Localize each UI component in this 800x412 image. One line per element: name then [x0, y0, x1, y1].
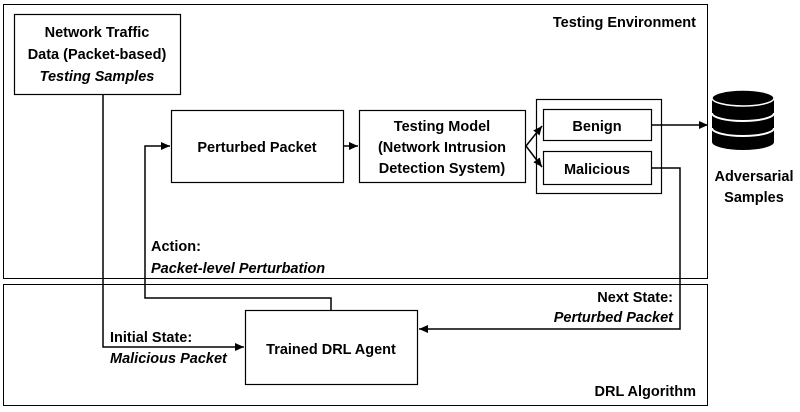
- benign-box: [542, 108, 653, 142]
- arrow-model-to-benign: [525, 125, 543, 147]
- drl-agent-box: [244, 309, 419, 386]
- traffic-data-line2: Data (Packet-based): [28, 47, 167, 63]
- drl-agent-label: Trained DRL Agent: [266, 342, 396, 358]
- perturbed-packet-box: [170, 109, 345, 184]
- testing-environment-label: Testing Environment: [553, 15, 696, 31]
- drl-algorithm-label: DRL Algorithm: [595, 384, 697, 400]
- arrow-action: [144, 142, 332, 310]
- testing-environment-box: [3, 4, 708, 279]
- drl-algorithm-box: [3, 284, 708, 406]
- malicious-box: [542, 150, 653, 186]
- initial-state-line2: Malicious Packet: [110, 351, 228, 367]
- testing-model-line2: (Network Intrusion: [378, 140, 506, 156]
- initial-state-line1: Initial State:: [110, 330, 192, 346]
- adversarial-line1: Adversarial: [715, 169, 794, 185]
- next-state-line2: Perturbed Packet: [554, 310, 674, 326]
- arrow-initial-state: [102, 95, 244, 351]
- malicious-label: Malicious: [564, 162, 630, 178]
- database-icon: [711, 89, 775, 150]
- testing-model-line1: Testing Model: [394, 119, 490, 135]
- arrow-model-to-malicious: [525, 145, 543, 168]
- arrow-malicious-next-state: [419, 167, 681, 333]
- traffic-data-box: [13, 13, 182, 96]
- action-label-line2: Packet-level Perturbation: [151, 261, 325, 277]
- next-state-line1: Next State:: [597, 290, 673, 306]
- traffic-data-line3: Testing Samples: [40, 69, 155, 85]
- benign-label: Benign: [572, 119, 621, 135]
- traffic-data-line1: Network Traffic: [45, 25, 150, 41]
- testing-model-line3: Detection System): [379, 161, 506, 177]
- adversarial-line2: Samples: [724, 190, 784, 206]
- perturbed-packet-label: Perturbed Packet: [197, 140, 316, 156]
- action-label-line1: Action:: [151, 239, 201, 255]
- testing-model-box: [358, 109, 527, 184]
